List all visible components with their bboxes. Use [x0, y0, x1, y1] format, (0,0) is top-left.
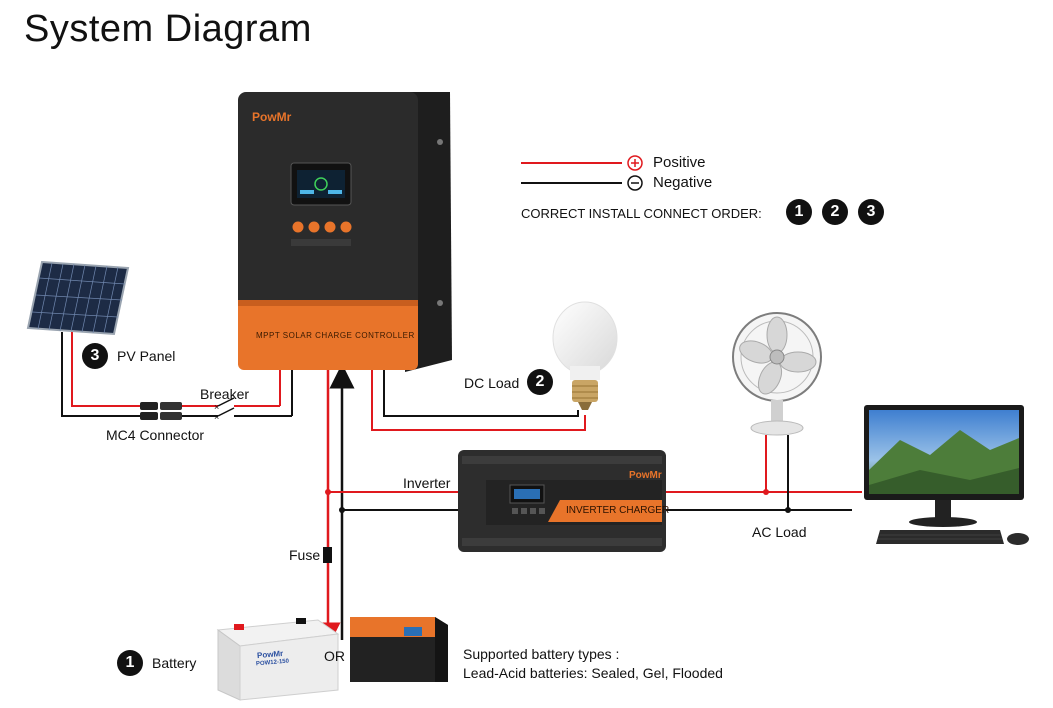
- inverter-label-text: Inverter: [403, 475, 451, 491]
- inverter-brand: PowMr: [629, 470, 662, 481]
- solar-panel-icon: [26, 260, 130, 336]
- positive-icon: [627, 155, 643, 171]
- breaker-icon: × ×: [214, 397, 235, 422]
- dc-load-label: DC Load: [464, 375, 520, 391]
- pv-positive-wire: [71, 332, 140, 407]
- pv-step-badge: 3: [82, 343, 108, 369]
- supported-title: Supported battery types :: [463, 646, 620, 662]
- dc-load-positive-wire: [371, 369, 586, 431]
- dc-load-negative-wire: [383, 369, 579, 417]
- fuse-icon: [323, 547, 332, 563]
- pv-negative-wire: [61, 332, 140, 417]
- controller-label: MPPT SOLAR CHARGE CONTROLLER: [256, 331, 415, 340]
- svg-text:×: ×: [214, 402, 219, 412]
- ac-load-label: AC Load: [752, 524, 807, 540]
- page-title: System Diagram: [24, 8, 312, 50]
- battery-label: Battery: [152, 655, 197, 671]
- legend-negative-label: Negative: [653, 174, 713, 191]
- fan-icon: [732, 312, 822, 436]
- svg-text:×: ×: [214, 412, 219, 422]
- mc4-label: MC4 Connector: [106, 427, 205, 443]
- pv-panel-label: PV Panel: [117, 348, 176, 364]
- inverter-label: INVERTER CHARGER: [566, 505, 670, 516]
- charge-controller-device: [238, 92, 452, 372]
- controller-brand: PowMr: [252, 110, 292, 124]
- legend-positive-label: Positive: [653, 154, 706, 171]
- battery-step-badge: 1: [117, 650, 143, 676]
- breaker-label: Breaker: [200, 386, 250, 402]
- order-step-2: 2: [822, 199, 848, 225]
- computer-icon: [864, 405, 1029, 545]
- fuse-label: Fuse: [289, 547, 321, 563]
- inverter-charger-device: [458, 450, 666, 552]
- light-bulb-icon: [552, 301, 618, 410]
- or-label: OR: [324, 648, 345, 664]
- negative-icon: [627, 175, 643, 191]
- order-step-1: 1: [786, 199, 812, 225]
- supported-text: Lead-Acid batteries: Sealed, Gel, Floode…: [463, 665, 723, 681]
- dc-load-step-badge: 2: [527, 369, 553, 395]
- lead-acid-battery-icon: [216, 618, 340, 701]
- lithium-battery-icon: [350, 617, 448, 682]
- order-step-3: 3: [858, 199, 884, 225]
- install-order-label: CORRECT INSTALL CONNECT ORDER:: [521, 206, 762, 221]
- mc4-connector-icon: [140, 402, 182, 420]
